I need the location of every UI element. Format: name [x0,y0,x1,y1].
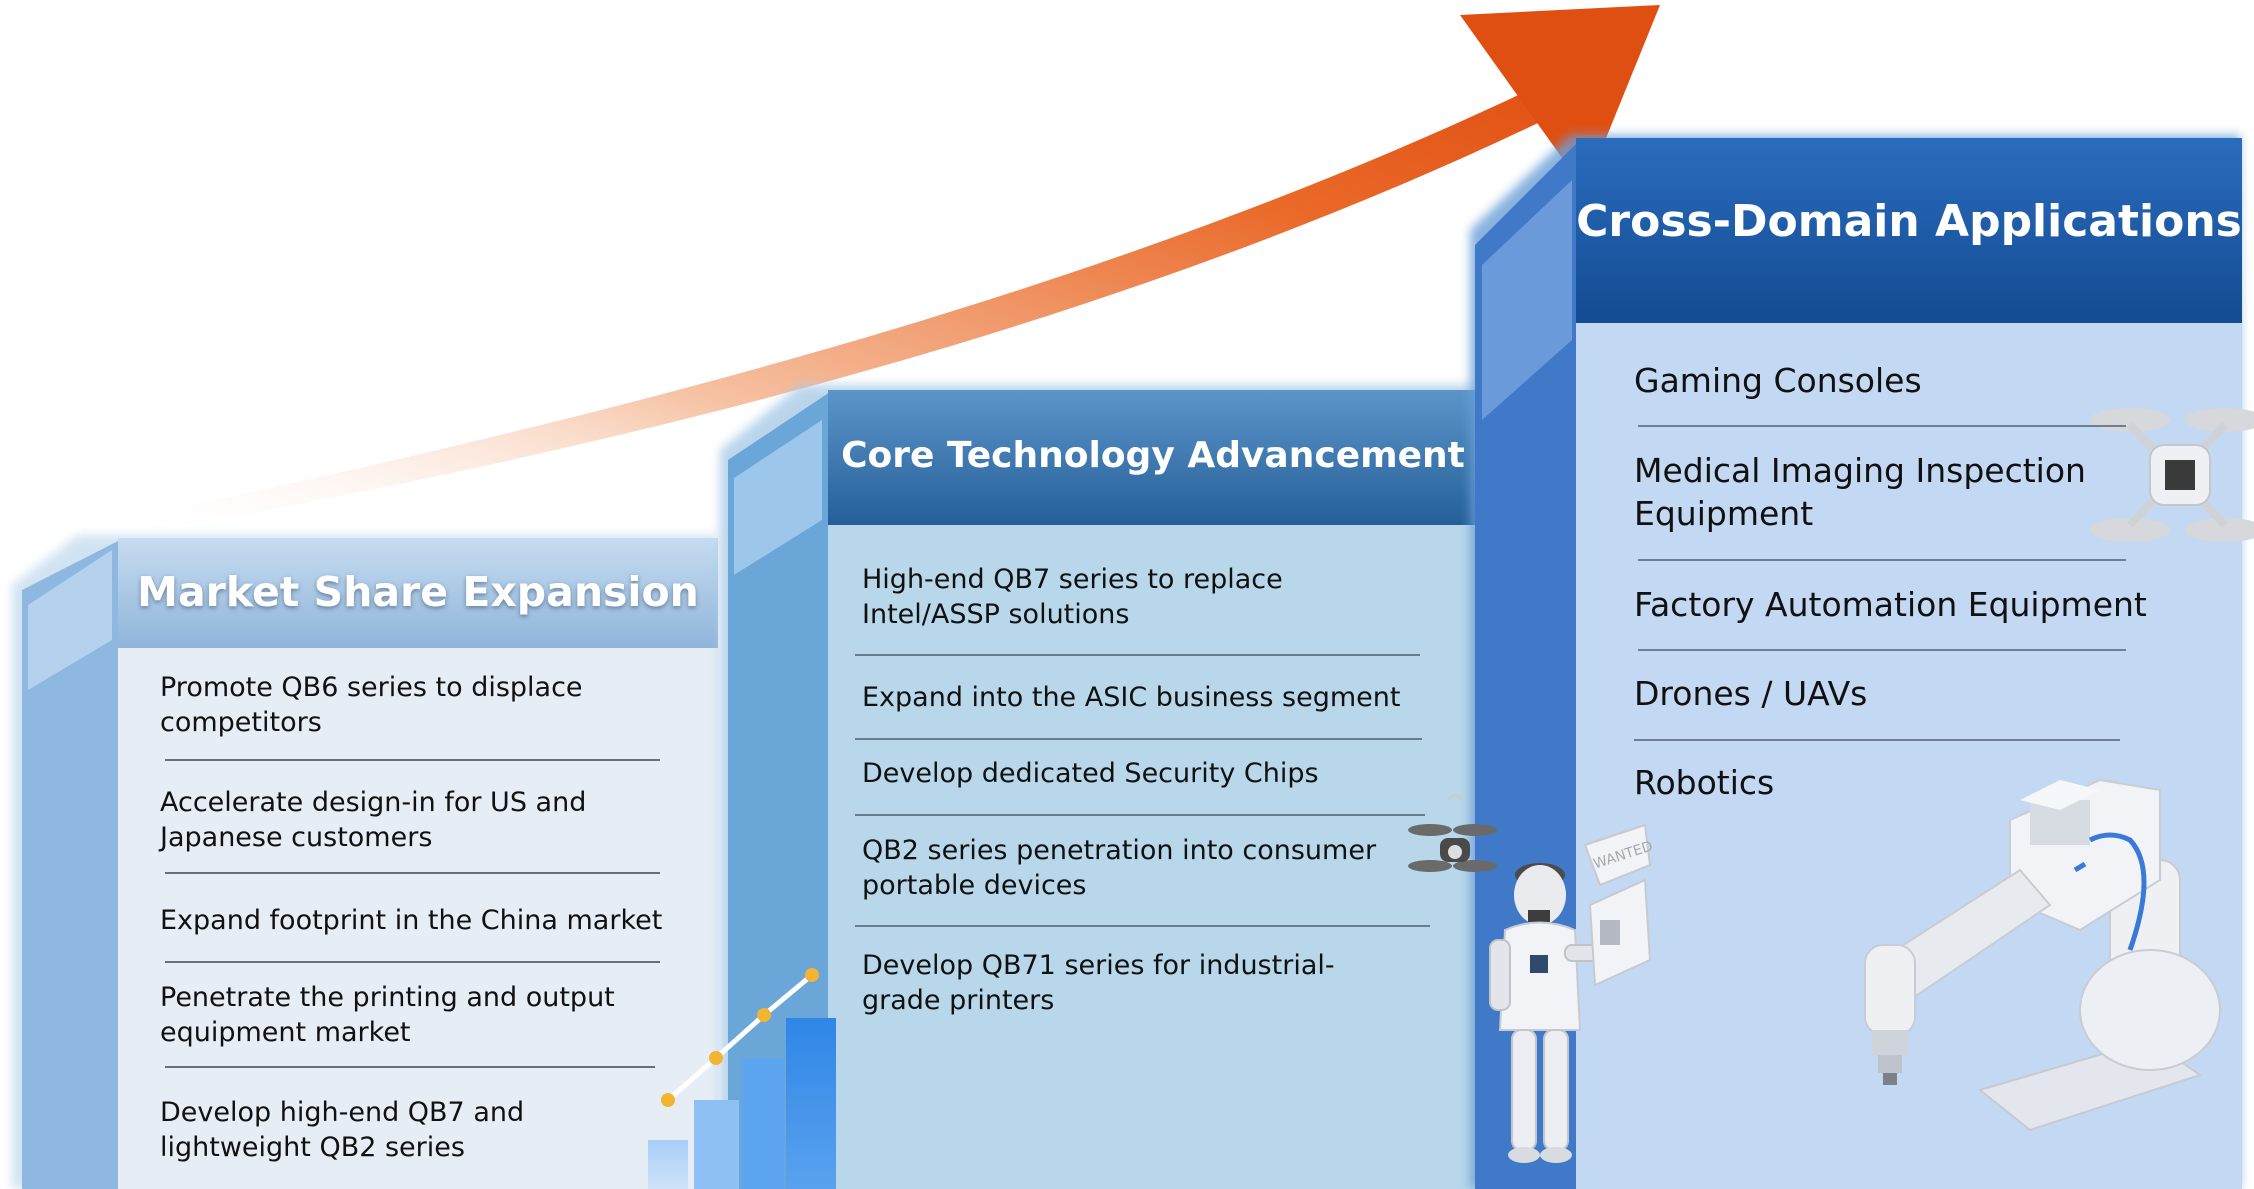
quadcopter-icon [2090,408,2254,542]
divider [1638,425,2126,427]
divider [855,654,1420,656]
divider [1638,559,2126,561]
divider [1638,649,2126,651]
panel-market-share [12,535,718,1189]
list-item: Drones / UAVs [1634,674,1868,713]
list-item: Promote QB6 series to displace competito… [160,672,583,739]
divider [165,1066,655,1068]
growth-arrow-icon [120,5,1660,535]
list-item: Accelerate design-in for US and Japanese… [160,787,587,854]
divider [855,925,1430,927]
list-item: Robotics [1634,763,1775,802]
divider [855,738,1422,740]
stage-title: Market Share Expansion [137,568,699,616]
list-item: Develop QB71 series for industrial-grade… [862,950,1335,1017]
list-item: Medical Imaging Inspection Equipment [1634,451,2086,533]
divider [1634,739,2120,741]
list-item: Develop dedicated Security Chips [862,758,1319,789]
robot-icon: WANTED [1489,823,1655,1163]
list-item: Penetrate the printing and output equipm… [160,982,615,1049]
panel-core-technology [720,385,1478,1189]
stage-title: Cross-Domain Applications [1576,196,2242,247]
list-item: Develop high-end QB7 and lightweight QB2… [160,1097,525,1164]
divider [165,759,660,761]
divider [165,961,660,963]
divider [855,814,1425,816]
bar-chart-icon [648,968,836,1189]
drone-icon [1408,793,1497,872]
stage-title: Core Technology Advancement [841,435,1465,476]
list-item: Gaming Consoles [1634,361,1922,400]
list-item: QB2 series penetration into consumer por… [862,835,1377,902]
list-item: Expand into the ASIC business segment [862,682,1401,713]
robotic-arm-icon [1864,778,2221,1132]
list-item: High-end QB7 series to replace Intel/ASS… [862,564,1283,631]
list-item: Expand footprint in the China market [160,905,663,936]
divider [165,872,660,874]
list-item: Factory Automation Equipment [1634,585,2147,624]
